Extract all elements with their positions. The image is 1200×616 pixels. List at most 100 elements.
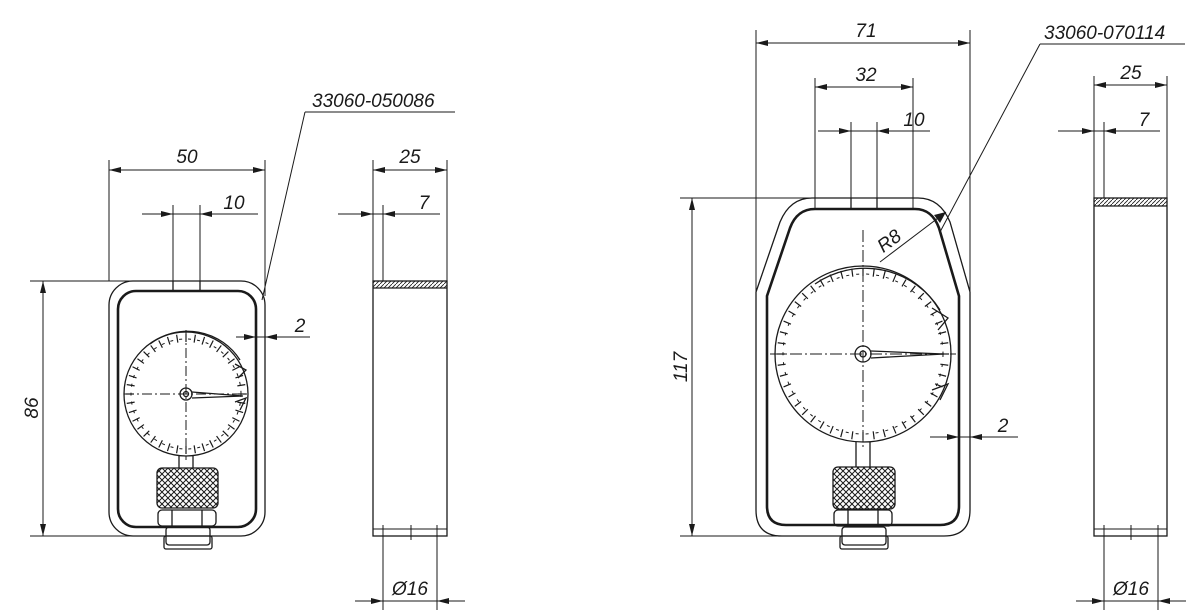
large-dial-ticks — [777, 268, 949, 440]
dial-tick — [237, 401, 246, 404]
dial-tick — [166, 443, 171, 452]
dial-tick — [132, 417, 140, 422]
dial-tick — [901, 421, 907, 429]
dial-tick — [779, 331, 788, 335]
large-dial — [770, 230, 956, 450]
dial-tick — [851, 268, 854, 277]
large-radius-label: R8 — [874, 226, 906, 258]
dial-tick — [193, 445, 196, 454]
dial-tick — [227, 358, 235, 364]
dial-tick — [235, 409, 244, 414]
small-dial — [123, 330, 249, 460]
dial-tick — [209, 340, 214, 348]
large-knob — [832, 466, 896, 510]
small-side-offset-label: 7 — [419, 193, 431, 214]
dial-tick — [872, 268, 875, 277]
dial-tick — [910, 415, 916, 423]
large-part-number: 33060-070114 — [1044, 23, 1165, 44]
dial-tick — [851, 431, 854, 440]
small-side-diameter-label: Ø16 — [391, 579, 428, 600]
dial-tick — [930, 392, 938, 398]
small-gauge-front-view: 50 10 2 86 33060-050086 — [22, 91, 455, 550]
dial-tick — [840, 270, 844, 279]
large-width-label: 71 — [855, 21, 876, 42]
dial-tick — [801, 292, 809, 300]
dial-tick — [232, 366, 240, 371]
dial-tick — [872, 431, 875, 440]
dial-tick — [150, 345, 156, 353]
dial-tick — [940, 363, 949, 366]
small-dial-ticks — [126, 334, 246, 454]
dial-tick — [158, 340, 163, 348]
large-body-outer — [755, 197, 971, 537]
dial-tick — [137, 358, 145, 364]
dial-tick — [132, 366, 140, 371]
dial-tick — [143, 351, 150, 358]
dial-tick — [137, 424, 145, 430]
dial-tick — [840, 429, 844, 438]
dial-tick — [940, 342, 949, 345]
dial-tick — [924, 301, 932, 307]
dial-tick — [150, 435, 156, 443]
large-side-diameter-label: Ø16 — [1112, 579, 1149, 600]
dial-tick — [235, 374, 244, 379]
dial-tick — [924, 401, 932, 407]
dial-tick — [938, 373, 947, 377]
small-width-label: 50 — [176, 147, 198, 168]
dial-tick — [777, 342, 786, 345]
dial-tick — [143, 430, 150, 437]
dial-tick — [882, 429, 886, 438]
dial-tick — [829, 425, 834, 434]
large-side-body — [1093, 197, 1168, 537]
dial-tick — [193, 334, 196, 343]
dial-tick — [794, 401, 802, 407]
large-wall-label: 2 — [997, 416, 1009, 437]
dial-tick — [216, 345, 222, 353]
dial-tick — [209, 440, 214, 448]
dial-tick — [176, 445, 179, 454]
dial-tick — [882, 270, 886, 279]
dial-tick — [917, 292, 925, 300]
small-height-label: 86 — [22, 397, 43, 419]
dial-tick — [216, 435, 222, 443]
dial-tick — [227, 424, 235, 430]
dial-tick — [819, 421, 825, 429]
large-side-depth-label: 25 — [1119, 63, 1142, 84]
large-body-inner — [765, 207, 961, 527]
large-gauge-side-view: 25 7 Ø16 — [1058, 63, 1186, 610]
dial-tick — [232, 417, 240, 422]
small-part-number: 33060-050086 — [312, 91, 435, 112]
dial-tick — [794, 301, 802, 307]
small-side-depth-label: 25 — [398, 147, 421, 168]
dial-tick — [126, 401, 135, 404]
small-wall-label: 2 — [294, 316, 306, 337]
dial-tick — [810, 415, 816, 423]
dial-tick — [783, 320, 792, 325]
dial-tick — [901, 279, 907, 287]
large-gauge-front-view: 71 32 10 R8 33060-070114 2 117 — [671, 21, 1185, 550]
dial-tick — [938, 331, 947, 335]
dial-tick — [892, 274, 897, 283]
dial-tick — [128, 374, 137, 379]
dial-tick — [222, 430, 229, 437]
large-side-offset-label: 7 — [1139, 110, 1151, 131]
dial-tick — [917, 408, 925, 416]
dial-tick — [810, 285, 816, 293]
dial-tick — [779, 373, 788, 377]
dial-tick — [237, 384, 246, 387]
small-gauge-side-view: 25 7 Ø16 — [338, 147, 465, 610]
dial-tick — [829, 274, 834, 283]
dial-tick — [892, 425, 897, 434]
large-stem-label: 10 — [903, 110, 925, 131]
dial-tick — [126, 384, 135, 387]
dial-tick — [222, 351, 229, 358]
dial-tick — [777, 363, 786, 366]
dial-tick — [788, 310, 796, 316]
dial-tick — [166, 336, 171, 345]
dial-tick — [201, 443, 206, 452]
dial-tick — [128, 409, 137, 414]
dial-tick — [801, 408, 809, 416]
dial-tick — [930, 310, 938, 316]
dial-tick — [788, 392, 796, 398]
